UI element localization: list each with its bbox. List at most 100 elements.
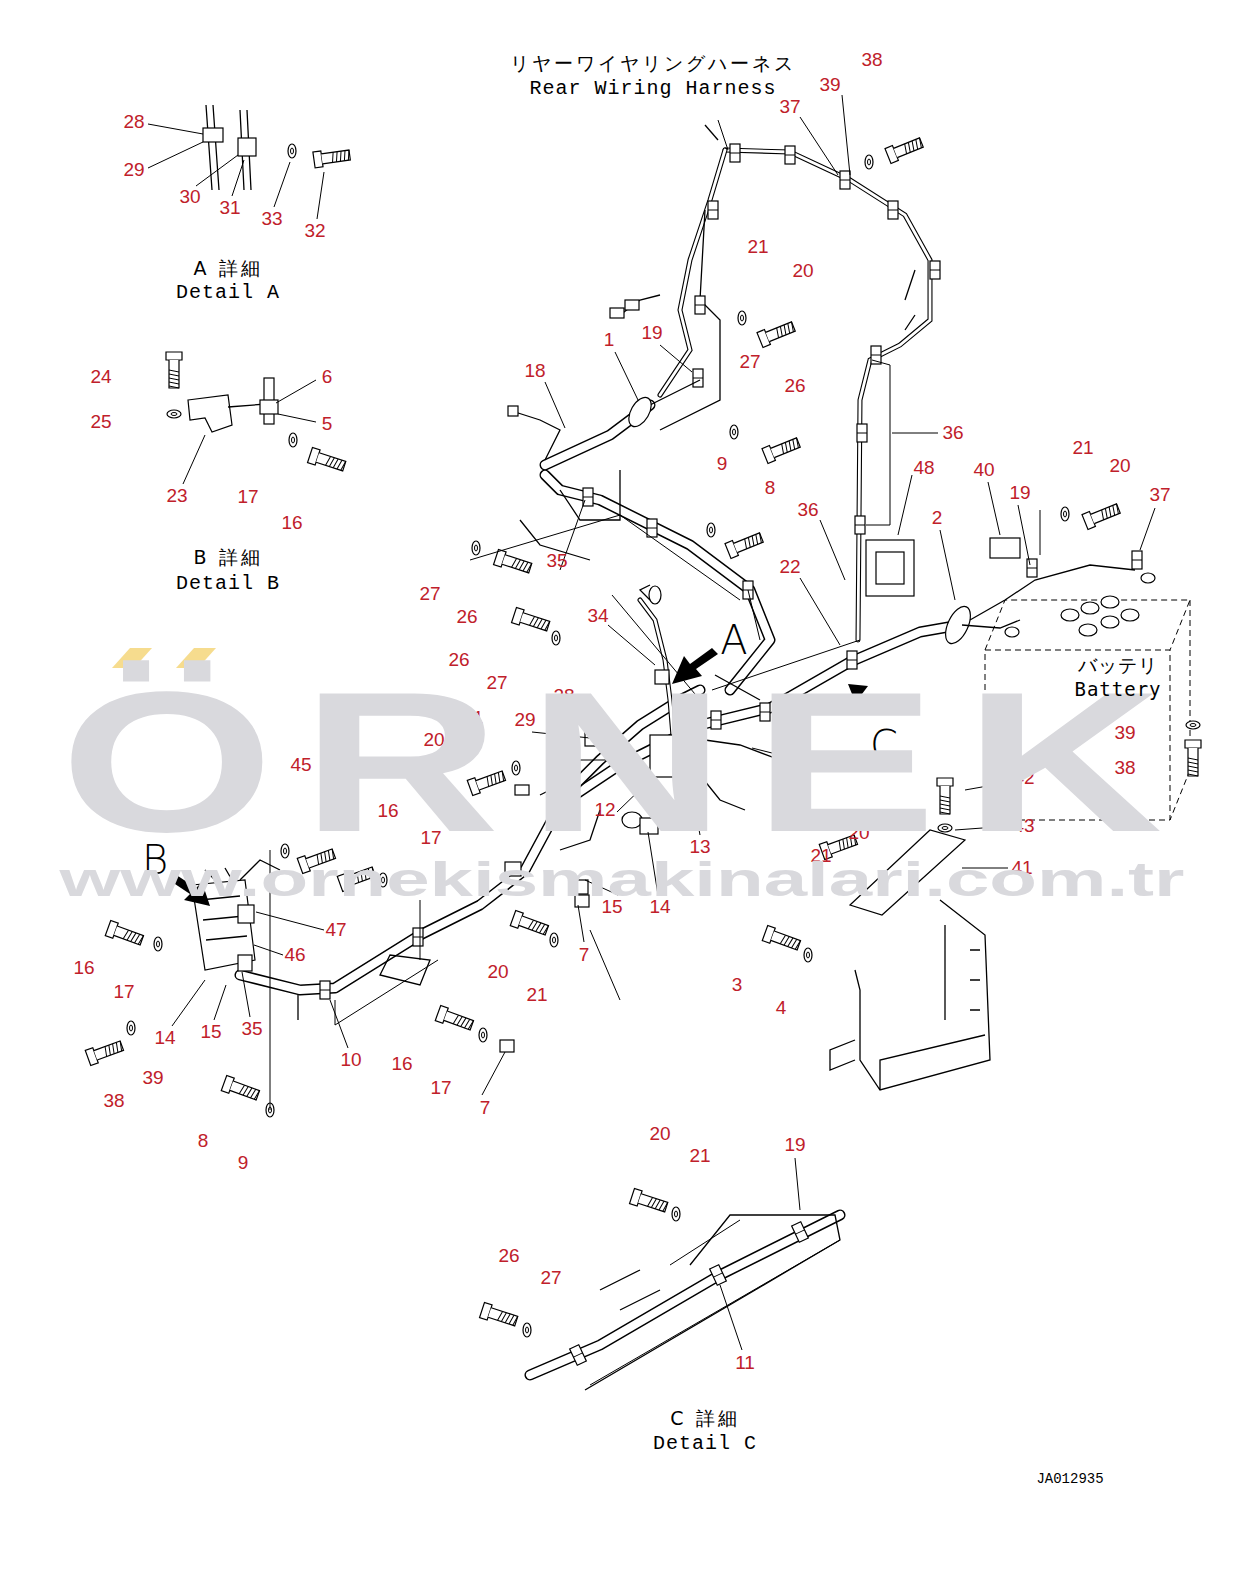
illustration-part: [308, 447, 347, 473]
illustration-part: [725, 530, 764, 558]
callout-number: 35: [546, 551, 567, 572]
illustration-part: [876, 552, 904, 584]
illustration-part: [127, 1021, 135, 1035]
illustration-part: [238, 905, 254, 923]
callout-number: 2: [932, 508, 943, 529]
illustration-part: [1121, 609, 1139, 621]
illustration-part: [730, 425, 738, 439]
illustration-part: [510, 910, 549, 937]
illustration-part: [105, 920, 144, 947]
illustration-part: [647, 519, 657, 537]
callout-number: 5: [322, 414, 333, 435]
illustration-part: [590, 1220, 840, 1385]
detail-c: [480, 1188, 840, 1390]
callout-number: 39: [819, 75, 840, 96]
callout-number: 31: [219, 198, 240, 219]
illustration-part: [183, 380, 316, 484]
illustration-part: [1101, 596, 1119, 608]
illustration-part: [705, 125, 718, 140]
illustration-part: [940, 603, 975, 648]
illustration-part: [840, 171, 850, 189]
callout-number: 23: [166, 486, 187, 507]
rear-harness: [610, 125, 940, 640]
illustration-part: [730, 144, 740, 162]
part-name: バッテリ Battery: [1068, 654, 1168, 702]
callout-number: 36: [942, 423, 963, 444]
illustration-part: [154, 937, 162, 951]
illustration-part: [762, 435, 801, 463]
part-heading: C 詳細: [670, 1408, 739, 1429]
illustration-part: [552, 631, 560, 645]
callout-number: 38: [1114, 758, 1135, 779]
callout-number: 20: [649, 1124, 670, 1145]
illustration-part: [990, 538, 1020, 558]
callout-number: 20: [1109, 456, 1130, 477]
illustration-part: [707, 523, 715, 537]
callout-number: 48: [913, 458, 934, 479]
fasteners: [85, 135, 1201, 1117]
drawing-number: JA012935: [1036, 1472, 1103, 1487]
illustration-part: [260, 400, 278, 414]
illustration-part: [866, 540, 914, 596]
callout-number: 7: [579, 945, 590, 966]
callout-number: 26: [456, 607, 477, 628]
illustration-part: [480, 1302, 519, 1328]
illustration-part: [625, 300, 639, 310]
callout-number: 32: [304, 221, 325, 242]
illustration-part: [757, 319, 796, 347]
illustration-part: [1079, 624, 1097, 636]
illustration-part: [610, 308, 624, 318]
illustration-part: [1081, 602, 1099, 614]
illustration-part: [660, 150, 725, 395]
callout-number: 26: [784, 376, 805, 397]
illustration-part: [649, 586, 661, 604]
callout-number: 21: [1072, 438, 1093, 459]
illustration-part: [720, 1158, 800, 1350]
part-heading: A 詳細: [193, 258, 262, 279]
illustration-part: [313, 147, 351, 168]
illustration-part: [885, 135, 924, 163]
callout-number: 8: [198, 1131, 209, 1152]
illustration-part: [203, 128, 223, 142]
illustration-part: [288, 144, 296, 158]
illustration-part: [1141, 573, 1155, 583]
illustration-part: [865, 155, 873, 169]
illustration-part: [695, 296, 705, 314]
illustration-part: [785, 146, 795, 164]
illustration-part: [550, 933, 558, 947]
illustration-part: [188, 395, 232, 432]
part-heading: Detail A: [176, 282, 280, 304]
illustration-part: [857, 424, 867, 442]
illustration-part: [512, 607, 551, 633]
illustration-part: [494, 549, 533, 575]
callout-number: 18: [524, 361, 545, 382]
watermark: ÖRNEK: [60, 652, 1190, 872]
illustration-part: [435, 1005, 474, 1032]
part-heading: Rear Wiring Harness: [529, 78, 776, 100]
illustration-part: [583, 488, 593, 506]
illustration-part: [530, 1215, 840, 1375]
illustration-part: [520, 470, 620, 560]
callout-number: 9: [717, 454, 728, 475]
illustration-part: [585, 1215, 840, 1390]
callout-number: 16: [73, 958, 94, 979]
illustration-part: [855, 516, 865, 534]
callout-number: 26: [498, 1246, 519, 1267]
illustration-part: [820, 360, 938, 580]
illustration-part: [148, 124, 324, 219]
callout-number: 19: [641, 323, 662, 344]
illustration-part: [660, 210, 720, 430]
callout-number: 3: [732, 975, 743, 996]
illustration-part: [1082, 501, 1121, 529]
watermark: www.ornekismakinalari.com.tr: [60, 854, 1185, 907]
illustration-part: [800, 95, 850, 175]
callout-number: 17: [430, 1078, 451, 1099]
illustration-part: [570, 1345, 587, 1366]
illustration-part: [660, 150, 725, 395]
illustration-part: [762, 925, 801, 952]
illustration-part: [1061, 507, 1069, 521]
illustration-part: [166, 352, 182, 388]
illustration-part: [221, 1075, 260, 1102]
illustration-part: [1132, 551, 1142, 569]
illustration-part: [708, 201, 718, 219]
